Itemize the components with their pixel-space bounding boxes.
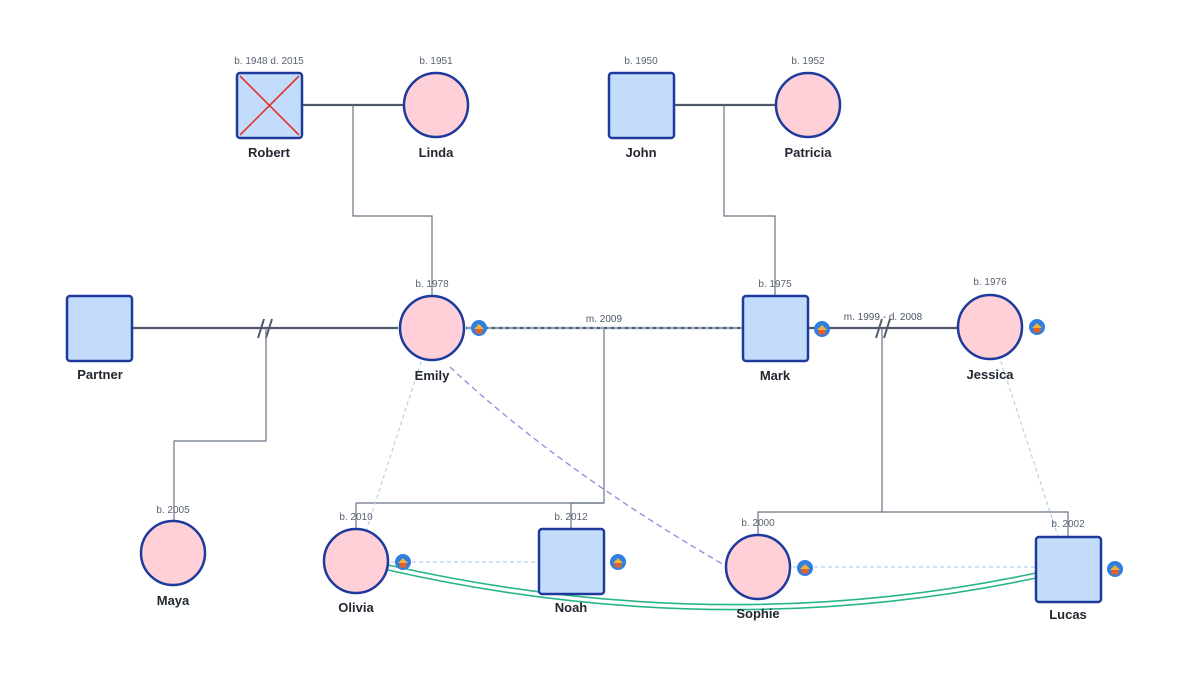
house-badge-icon[interactable] [610, 554, 626, 570]
divorce-mark [883, 318, 891, 339]
male-symbol [741, 294, 810, 363]
male-symbol [607, 71, 676, 140]
female-symbol [774, 71, 842, 139]
male-symbol [1034, 535, 1103, 604]
person-birth: b. 1948 d. 2015 [234, 56, 304, 67]
female-symbol [322, 527, 390, 595]
person-name: John [625, 145, 656, 160]
person-name: Maya [157, 593, 190, 608]
person-name: Linda [419, 145, 454, 160]
house-badge-icon[interactable] [814, 321, 830, 337]
close-bond-olivia-lucas[interactable] [387, 564, 1037, 606]
descent-line-mark[interactable] [723, 105, 776, 296]
person-partner[interactable]: Partner [65, 294, 134, 382]
house-badge-icon[interactable] [1029, 319, 1045, 335]
person-birth: b. 1978 [415, 279, 449, 290]
person-birth: b. 1951 [419, 56, 453, 67]
person-jessica[interactable]: b. 1976 Jessica [956, 277, 1045, 382]
person-olivia[interactable]: b. 2010 Olivia [322, 512, 411, 615]
person-birth: b. 1976 [973, 277, 1007, 288]
person-birth: b. 2002 [1051, 519, 1085, 530]
person-name: Sophie [736, 606, 779, 621]
household-line-emily-olivia[interactable] [355, 327, 433, 563]
male-symbol [537, 527, 606, 596]
divorce-mark [265, 318, 273, 339]
person-name: Mark [760, 368, 791, 383]
divorce-mark [257, 318, 265, 339]
house-badge-icon[interactable] [1107, 561, 1123, 577]
person-name: Jessica [967, 367, 1015, 382]
female-symbol [956, 293, 1024, 361]
emotional-line-emily-sophie[interactable] [449, 366, 727, 567]
person-birth: b. 2012 [554, 512, 588, 523]
person-name: Robert [248, 145, 291, 160]
person-robert[interactable]: b. 1948 d. 2015 Robert [234, 56, 304, 160]
close-bond-olivia-lucas [387, 569, 1037, 611]
deceased-cross [239, 75, 300, 136]
relationship-lines [133, 103, 1069, 611]
female-symbol [139, 519, 207, 587]
household-line-jessica-lucas[interactable] [989, 327, 1069, 568]
descent-line-maya[interactable] [173, 328, 267, 520]
person-birth: b. 1952 [791, 56, 825, 67]
descent-line-emily-mark-children[interactable] [356, 328, 605, 504]
house-badge-icon[interactable] [471, 320, 487, 336]
descent-line-lucas[interactable] [882, 511, 1069, 536]
person-name: Partner [77, 367, 123, 382]
divorce-mark [875, 318, 883, 339]
person-birth: b. 2000 [741, 518, 775, 529]
union-label-mark-jessica: m. 1999 - d. 2008 [844, 312, 923, 323]
person-name: Olivia [338, 600, 374, 615]
person-mark[interactable]: b. 1975 Mark [741, 279, 830, 383]
male-symbol [65, 294, 134, 363]
person-linda[interactable]: b. 1951 Linda [402, 56, 470, 160]
person-noah[interactable]: b. 2012 Noah [537, 512, 626, 615]
person-name: Patricia [785, 145, 833, 160]
person-birth: b. 1950 [624, 56, 658, 67]
female-symbol [724, 533, 792, 601]
person-john[interactable]: b. 1950 John [607, 56, 676, 160]
person-name: Lucas [1049, 607, 1087, 622]
person-name: Emily [415, 368, 450, 383]
person-patricia[interactable]: b. 1952 Patricia [774, 56, 842, 160]
house-badge-icon[interactable] [395, 554, 411, 570]
person-birth: b. 1975 [758, 279, 792, 290]
union-label-emily-mark: m. 2009 [586, 314, 623, 325]
person-birth: b. 2005 [156, 505, 190, 516]
female-symbol [398, 294, 466, 362]
person-birth: b. 2010 [339, 512, 373, 523]
person-emily[interactable]: b. 1978 Emily [398, 279, 487, 383]
person-name: Noah [555, 600, 588, 615]
descent-line-emily[interactable] [352, 105, 433, 296]
person-lucas[interactable]: b. 2002 Lucas [1034, 519, 1123, 622]
house-badge-icon[interactable] [797, 560, 813, 576]
female-symbol [402, 71, 470, 139]
person-sophie[interactable]: b. 2000 Sophie [724, 518, 813, 621]
descent-line-mark-jessica-children[interactable] [757, 328, 883, 536]
person-maya[interactable]: b. 2005 Maya [139, 505, 207, 608]
